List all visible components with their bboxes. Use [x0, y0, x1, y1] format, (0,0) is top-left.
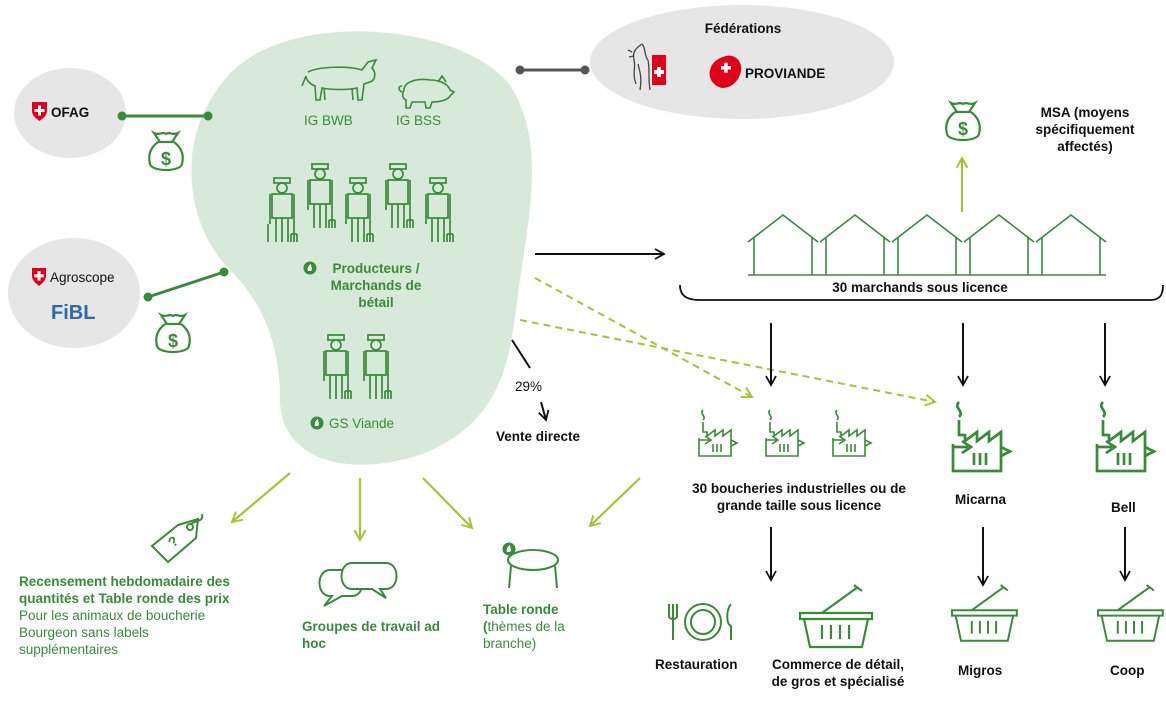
svg-text:$: $	[958, 119, 968, 139]
traders-houses-icon	[747, 213, 1107, 276]
commerce-label: Commerce de détail, de gros et spécialis…	[771, 657, 905, 689]
traders-brace	[679, 284, 1164, 301]
shopping-basket-icon	[1097, 584, 1164, 642]
cow-icon	[301, 58, 378, 101]
dashed-arrow-to-micarna	[519, 319, 937, 407]
money-bag-icon: $	[945, 100, 981, 142]
arrow-direct-sales	[511, 339, 531, 369]
direct-sales-label: Vente directe	[496, 429, 581, 444]
money-bag-icon: $	[155, 312, 191, 354]
swiss-shield-icon	[32, 268, 46, 286]
federations-connector	[515, 65, 590, 75]
restauration-label: Restauration	[655, 657, 738, 672]
bud-logo-icon	[303, 261, 317, 275]
direct-sales-percent: 29%	[515, 379, 543, 394]
table-ronde-title: Table ronde	[483, 602, 559, 617]
money-bag-icon: $	[148, 130, 184, 172]
dashed-arrow-to-slaughterhouses	[534, 277, 754, 399]
svg-text:?: ?	[165, 533, 182, 551]
round-table-icon	[507, 549, 559, 589]
migros-label: Migros	[958, 663, 1003, 678]
suisseporcs-logo-icon	[627, 43, 651, 91]
arrow-to-table-ronde	[422, 477, 474, 530]
research-connector	[143, 267, 229, 302]
table-ronde-label: Table ronde (thèmes de la branche)	[483, 601, 593, 652]
groupes-label: Groupes de travail ad hoc	[302, 619, 441, 651]
bud-logo-icon	[502, 542, 516, 556]
proviande-logo-text: PROVIANDE	[745, 66, 826, 81]
table-ronde-paren: (	[483, 619, 488, 634]
ofag-label: OFAG	[51, 105, 90, 120]
recensement-body: Pour les animaux de boucherie Bourgeon s…	[19, 608, 206, 657]
bell-factory-icon	[1095, 401, 1158, 473]
farmers-group-icon	[267, 163, 454, 242]
arrow-from-slaughterhouses-to-table-ronde	[588, 477, 641, 528]
federations-bubble	[590, 5, 894, 119]
speech-bubbles-icon	[318, 562, 398, 607]
recensement-title: Recensement hebdomadaire des quantités e…	[19, 574, 230, 606]
slaughterhouses-label: 30 boucheries industrielles ou de grande…	[692, 481, 906, 513]
micarna-factory-icon	[951, 401, 1014, 473]
farmers-pair-icon	[323, 334, 392, 399]
agroscope-label: Agroscope	[50, 270, 115, 285]
ofag-bubble	[14, 68, 126, 158]
producers-label: Producteurs / Marchands de bétail	[330, 261, 422, 310]
micarna-label: Micarna	[955, 492, 1007, 507]
coop-label: Coop	[1110, 663, 1145, 678]
factories-icon	[698, 409, 873, 457]
pig-icon	[398, 74, 456, 109]
ig-bwb-label: IG BWB	[304, 113, 353, 128]
federations-title: Fédérations	[704, 21, 782, 36]
licensed-traders-label: 30 marchands sous licence	[832, 280, 1008, 295]
table-ronde-body: thèmes de la branche)	[483, 619, 565, 651]
shopping-basket-icon	[798, 584, 874, 649]
ofag-connector	[117, 111, 213, 121]
fibl-logo-text: FiBL	[51, 302, 96, 324]
proviande-logo-icon	[709, 55, 742, 88]
shopping-basket-icon	[951, 584, 1018, 642]
msa-label: MSA (moyens spécifiquement affectés)	[1035, 105, 1135, 154]
restaurant-icon	[668, 603, 732, 641]
actors-blob	[191, 31, 532, 465]
swiss-shield-icon	[32, 102, 47, 121]
bud-logo-icon	[310, 416, 324, 430]
bell-label: Bell	[1111, 500, 1136, 515]
research-bubble	[8, 238, 140, 348]
arrow-to-recensement	[230, 472, 291, 524]
svg-text:$: $	[168, 331, 178, 351]
ig-bss-label: IG BSS	[396, 113, 442, 128]
gs-viande-label: GS Viande	[329, 416, 395, 431]
arrow-direct-sales	[538, 401, 550, 422]
svg-text:$: $	[161, 149, 171, 169]
price-tag-icon: ?	[150, 513, 204, 564]
